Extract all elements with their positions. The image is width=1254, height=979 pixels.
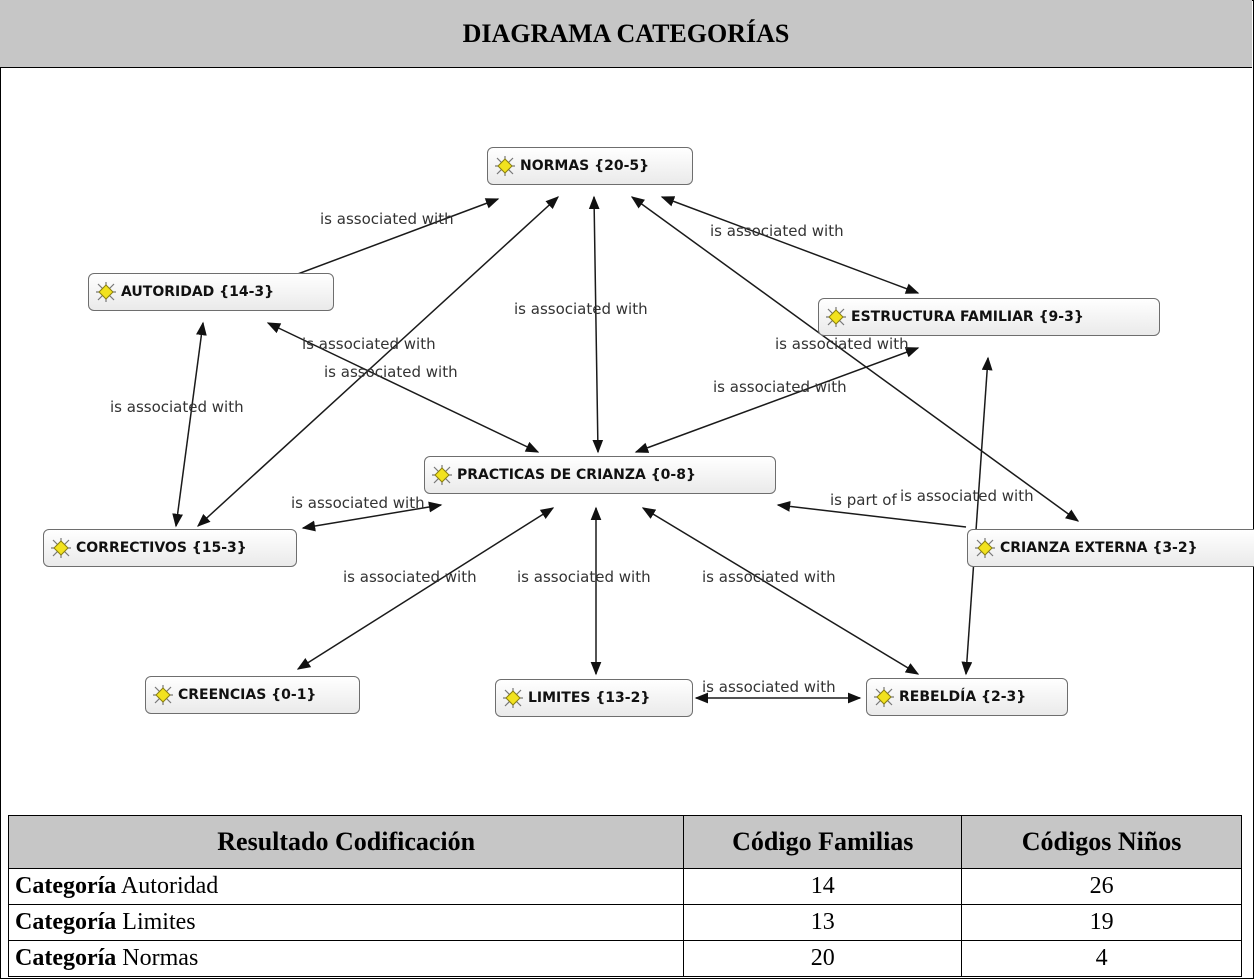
row-label-bold: Categoría [15, 909, 117, 935]
code-icon [51, 538, 71, 558]
header-ninos: Códigos Niños [961, 815, 1242, 869]
edge-practicas-rebeldia [641, 507, 920, 675]
edge-normas-correctivos [197, 196, 559, 527]
edge-label-practicas-correctivos: is associated with [291, 494, 425, 512]
node-label: ESTRUCTURA FAMILIAR {9-3} [851, 309, 1084, 325]
row-label-text: Limites [116, 909, 196, 935]
diagram-edges: is associated with is associated with is… [110, 195, 1080, 704]
node-normas[interactable]: NORMAS {20-5} [487, 147, 693, 185]
edge-label-autoridad-practicas: is associated with [302, 335, 436, 353]
edge-label-crianza-part-of: is part of [830, 491, 897, 509]
code-icon [495, 156, 515, 176]
edge-label-crianza-assoc: is associated with [900, 487, 1034, 505]
header-familias: Código Familias [683, 815, 963, 869]
table-row: Categoría Normas 20 4 [7, 940, 1242, 977]
node-label: REBELDÍA {2-3} [899, 689, 1027, 705]
edge-normas-estructura [660, 196, 920, 294]
edge-label-autoridad-correctivos: is associated with [110, 398, 244, 416]
node-estructura-familiar[interactable]: ESTRUCTURA FAMILIAR {9-3} [818, 298, 1160, 336]
edge-label-normas-practicas: is associated with [514, 300, 648, 318]
node-rebeldia[interactable]: REBELDÍA {2-3} [866, 678, 1068, 716]
row-label: Categoría Normas [7, 940, 685, 977]
row-label-bold: Categoría [15, 873, 117, 899]
node-limites[interactable]: LIMITES {13-2} [495, 679, 693, 717]
node-label: PRACTICAS DE CRIANZA {0-8} [457, 467, 696, 483]
row-ninos: 4 [961, 940, 1242, 977]
code-icon [96, 282, 116, 302]
node-label: CREENCIAS {0-1} [178, 687, 317, 703]
code-icon [874, 687, 894, 707]
row-label-text: Autoridad [116, 873, 219, 899]
row-label-text: Normas [116, 945, 199, 971]
edge-label-limites-rebeldia: is associated with [702, 678, 836, 696]
edge-label-practicas-rebeldia: is associated with [702, 568, 836, 586]
edge-label-normas-correctivos: is associated with [324, 363, 458, 381]
node-label: CRIANZA EXTERNA {3-2} [1000, 540, 1198, 556]
node-crianza-externa[interactable]: CRIANZA EXTERNA {3-2} [967, 529, 1254, 567]
row-label: Categoría Autoridad [7, 868, 685, 905]
edge-estructura-practicas [634, 347, 920, 453]
row-label: Categoría Limites [7, 904, 685, 941]
edge-estructura-rebeldia [961, 356, 993, 676]
row-familias: 20 [683, 940, 963, 977]
node-label: AUTORIDAD {14-3} [121, 284, 275, 300]
table-row: Categoría Limites 13 19 [7, 904, 1242, 941]
code-icon [503, 688, 523, 708]
code-icon [153, 685, 173, 705]
code-icon [826, 307, 846, 327]
edge-label-normas-estructura: is associated with [710, 222, 844, 240]
edge-practicas-creencias [296, 507, 555, 670]
edge-label-normas-autoridad: is associated with [320, 210, 454, 228]
node-creencias[interactable]: CREENCIAS {0-1} [145, 676, 360, 714]
page-title: DIAGRAMA CATEGORÍAS [0, 0, 1252, 68]
edge-label-practicas-creencias: is associated with [343, 568, 477, 586]
row-familias: 14 [683, 868, 963, 905]
category-diagram: is associated with is associated with is… [0, 68, 1254, 803]
header-resultado: Resultado Codificación [7, 815, 685, 869]
node-practicas-de-crianza[interactable]: PRACTICAS DE CRIANZA {0-8} [424, 456, 776, 494]
table-row: Categoría Autoridad 14 26 [7, 868, 1242, 905]
edge-label-practicas-limites: is associated with [517, 568, 651, 586]
coding-results-table: Resultado Codificación Código Familias C… [7, 815, 1242, 977]
edge-autoridad-correctivos [172, 321, 207, 528]
edge-normas-practicas [588, 195, 604, 454]
row-ninos: 26 [961, 868, 1242, 905]
node-label: LIMITES {13-2} [528, 690, 651, 706]
edge-label-normas-crianza: is associated with [775, 335, 909, 353]
row-familias: 13 [683, 904, 963, 941]
edge-label-estructura-practicas: is associated with [713, 378, 847, 396]
row-ninos: 19 [961, 904, 1242, 941]
code-icon [432, 465, 452, 485]
node-autoridad[interactable]: AUTORIDAD {14-3} [88, 273, 334, 311]
node-correctivos[interactable]: CORRECTIVOS {15-3} [43, 529, 297, 567]
code-icon [975, 538, 995, 558]
node-label: CORRECTIVOS {15-3} [76, 540, 247, 556]
table-header-row: Resultado Codificación Código Familias C… [7, 815, 1242, 869]
node-label: NORMAS {20-5} [520, 158, 650, 174]
row-label-bold: Categoría [15, 945, 117, 971]
